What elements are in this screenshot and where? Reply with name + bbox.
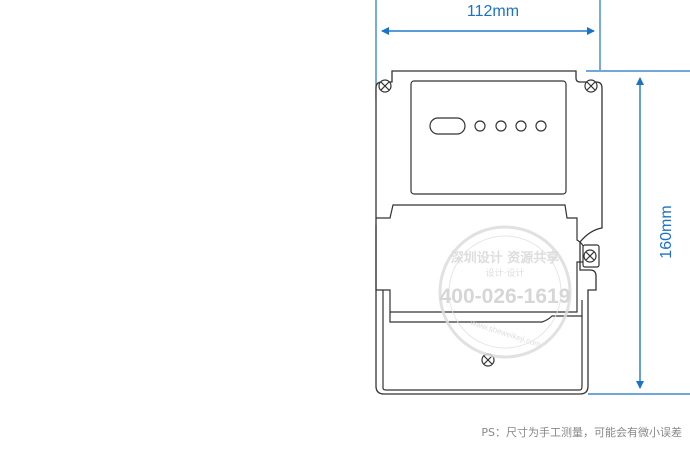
indicator-led <box>495 120 507 132</box>
screw-icon <box>584 79 598 93</box>
display-window <box>410 80 567 195</box>
screw-icon <box>378 79 392 93</box>
display-slot <box>429 117 466 135</box>
indicator-led <box>474 120 486 132</box>
measurement-note: PS：尺寸为手工测量，可能会有微小误差 <box>481 426 682 439</box>
indicator-led <box>535 120 547 132</box>
watermark-phone: 400-026-1619 <box>440 285 571 308</box>
height-dimension <box>586 70 690 395</box>
indicator-led <box>515 120 527 132</box>
screw-icon <box>583 249 597 263</box>
watermark-service: 设计·设计 <box>486 267 525 279</box>
width-label: 112mm <box>466 3 520 20</box>
watermark-brand: 深圳设计 资源共享 <box>451 250 560 266</box>
width-dimension <box>375 0 601 100</box>
height-label: 160mm <box>658 205 675 259</box>
